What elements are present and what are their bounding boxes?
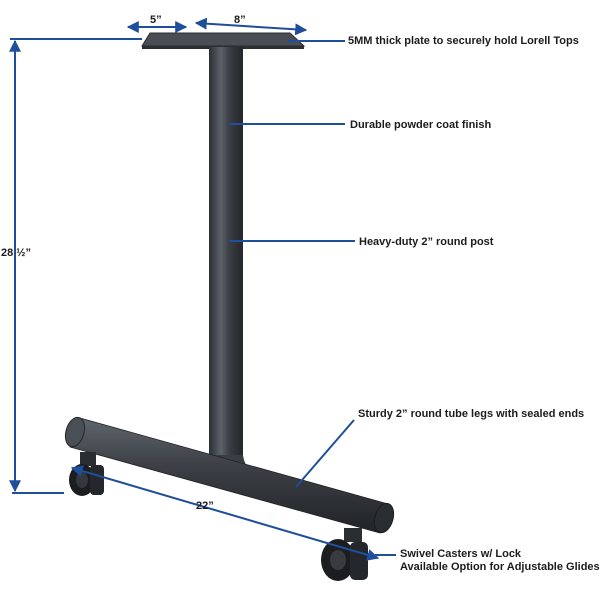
dim-label-height: 28 ½” [1,247,31,259]
caster-right [321,528,368,581]
callout-post: Heavy-duty 2” round post [359,236,494,248]
dim-label-plate-width: 5” [150,14,162,26]
vertical-post [209,47,243,467]
callout-casters-line2: Available Option for Adjustable Glides [400,561,600,573]
dim-arrow-plate-length [194,17,308,36]
tube-sealed-end-left [64,416,86,448]
leader-legs [295,419,355,488]
callout-plate: 5MM thick plate to securely hold Lorell … [348,35,579,47]
dim-label-plate-length: 8” [234,14,246,26]
callout-casters-line1: Swivel Casters w/ Lock [400,548,522,560]
callout-finish: Durable powder coat finish [350,119,492,131]
caster-left [69,452,104,496]
dim-arrow-base-length [70,465,380,561]
dim-label-base-length: 22” [196,500,214,512]
callout-legs: Sturdy 2” round tube legs with sealed en… [358,408,585,420]
top-plate [141,32,306,47]
